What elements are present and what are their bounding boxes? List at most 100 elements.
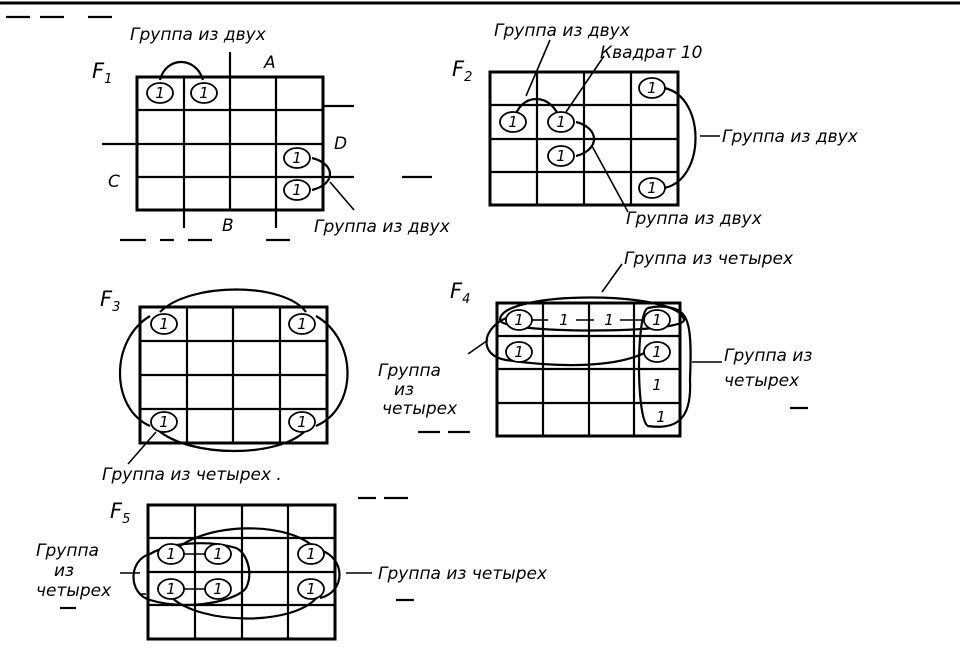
map-f2-one-value: 1 <box>556 147 566 165</box>
map-f1-one-value: 1 <box>292 149 302 167</box>
map-f1-var-b: B <box>222 216 234 236</box>
map-f2-one-value: 1 <box>508 113 518 131</box>
map-f1-one-value: 1 <box>199 84 209 102</box>
map-f3-group-loop <box>119 315 151 428</box>
map-f5-one <box>157 578 185 600</box>
map-f5-group-label: Группа из четырех <box>378 564 548 584</box>
map-f4-one <box>643 341 671 363</box>
map-f1-group-loop <box>158 61 205 81</box>
map-f2-group-label: Группа из двух <box>494 21 631 41</box>
map-f5-group-label: четырех <box>36 581 112 601</box>
map-f3-group-label: Группа из четырех . <box>102 465 282 485</box>
map-f5-one <box>204 543 232 565</box>
map-f2-one <box>547 145 575 167</box>
map-f1-one <box>190 82 218 104</box>
map-f2-one <box>638 77 666 99</box>
map-f5-one-value: 1 <box>166 545 176 563</box>
map-f5-one <box>204 578 232 600</box>
map-f3-leader <box>127 431 157 465</box>
map-f5-one <box>297 543 325 565</box>
map-f1-one <box>146 82 174 104</box>
map-f5-name: F5 <box>110 499 130 527</box>
map-f2-name: F2 <box>452 57 472 85</box>
map-f2-one-value: 1 <box>647 79 657 97</box>
map-f4-name: F4 <box>450 279 470 307</box>
map-f5-one-value: 1 <box>166 580 176 598</box>
map-f4-group-label: четырех <box>382 399 458 419</box>
map-f3-one-value: 1 <box>159 315 169 333</box>
map-f2-one <box>547 111 575 133</box>
map-f1: F1 A B C D 1 1 1 1 <box>92 25 451 242</box>
map-f1-group-label: Группа из двух <box>130 25 267 45</box>
map-f3-name: F3 <box>100 287 120 315</box>
map-f1-one <box>283 179 311 201</box>
map-f4-one-value: 1 <box>652 376 662 394</box>
map-f3-one <box>288 313 316 335</box>
map-f4-group-label: из <box>394 380 414 400</box>
map-f2-one <box>499 111 527 133</box>
map-f5-group-loop <box>169 595 319 620</box>
map-f1-var-a: A <box>263 53 276 73</box>
map-f3-one-value: 1 <box>159 413 169 431</box>
map-f1-name: F1 <box>92 59 112 87</box>
map-f1-one-value: 1 <box>155 84 165 102</box>
map-f1-leader <box>329 181 355 211</box>
map-f1-one-value: 1 <box>292 181 302 199</box>
map-f2-group-loop <box>663 86 697 190</box>
map-f3: F3 1 1 1 1 Группа из четырех . <box>100 287 408 500</box>
map-f5-group-label: Группа <box>36 541 99 561</box>
map-f2-leader <box>565 55 605 113</box>
map-f4-group-label: Группа из четырех <box>624 249 794 269</box>
map-f2-group-label: Группа из двух <box>626 209 763 229</box>
map-f5-group-loop <box>169 527 319 556</box>
map-f4-group-loop <box>637 305 692 428</box>
map-f4-one-value: 1 <box>559 311 569 329</box>
map-f2-one <box>638 177 666 199</box>
map-f4-one-value: 1 <box>514 343 524 361</box>
map-f4-one <box>505 309 533 331</box>
map-f3-one-value: 1 <box>297 315 307 333</box>
map-f3-one <box>150 313 178 335</box>
map-f4: F4 1 1 1 1 1 1 1 1 Группа из четырех Гру… <box>378 249 812 438</box>
map-f2-group-loop <box>575 120 595 158</box>
map-f3-group-loop <box>315 315 349 428</box>
map-f4-group-label: Группа из <box>724 346 812 366</box>
map-f4-leader <box>467 339 489 355</box>
map-f2: F2 1 1 1 1 1 Группа из двух Квадрат 10 Г… <box>452 21 859 229</box>
map-f4-group-label: Группа <box>378 361 441 381</box>
map-f3-group-loop <box>159 288 307 313</box>
map-f4-leader <box>601 263 623 293</box>
map-f4-one-value: 1 <box>656 408 666 426</box>
map-f5-one-value: 1 <box>306 580 316 598</box>
map-f5-one-value: 1 <box>306 545 316 563</box>
map-f5-group-loop <box>319 548 341 600</box>
map-f5-one-value: 1 <box>213 580 223 598</box>
map-f5-one <box>297 578 325 600</box>
map-f2-leader <box>591 145 629 213</box>
map-f1-var-c: C <box>108 172 120 192</box>
map-f4-one-value: 1 <box>652 311 662 329</box>
map-f1-one <box>283 147 311 169</box>
map-f3-one <box>288 411 316 433</box>
map-f4-one-value: 1 <box>652 343 662 361</box>
map-f5: F5 1 1 1 1 1 1 Группа из четырех Гр <box>36 499 548 641</box>
map-f3-group-loop <box>157 429 307 453</box>
map-f4-one-value: 1 <box>514 311 524 329</box>
map-f5-group-loop <box>132 542 251 607</box>
map-f5-one <box>157 543 185 565</box>
map-f2-group-label: Группа из двух <box>722 127 859 147</box>
map-f2-one-value: 1 <box>556 113 566 131</box>
map-f4-one <box>643 309 671 331</box>
map-f2-leader <box>525 39 551 97</box>
map-f3-one <box>150 411 178 433</box>
map-f4-one <box>505 341 533 363</box>
map-f3-one-value: 1 <box>297 413 307 431</box>
map-f4-one-value: 1 <box>604 311 614 329</box>
map-f2-square-label: Квадрат 10 <box>600 43 702 63</box>
map-f1-group-label: Группа из двух <box>314 217 451 237</box>
map-f4-group-loop <box>498 296 686 332</box>
map-f2-one-value: 1 <box>647 179 657 197</box>
map-f5-group-label: из <box>54 561 74 581</box>
map-f5-one-value: 1 <box>213 545 223 563</box>
